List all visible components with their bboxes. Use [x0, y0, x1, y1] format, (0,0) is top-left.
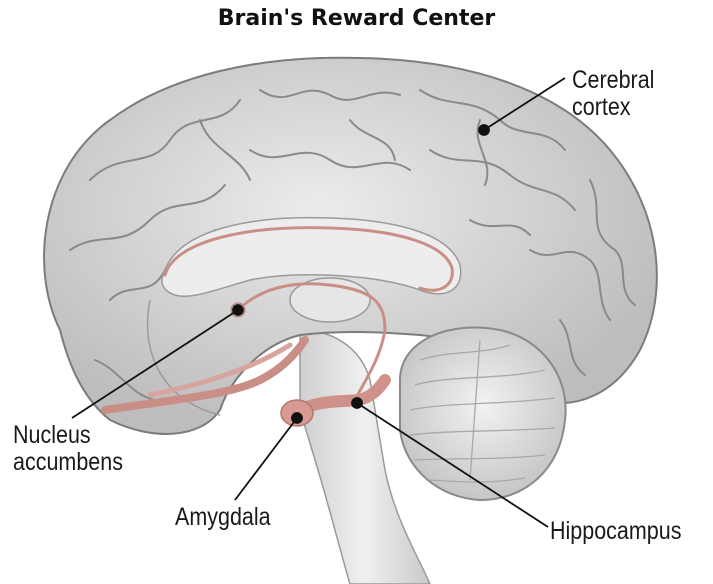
label-hippocampus: Hippocampus: [550, 518, 681, 545]
label-amygdala: Amygdala: [175, 504, 271, 531]
label-cerebral-cortex: Cerebral cortex: [572, 67, 654, 121]
cerebellum: [400, 327, 566, 500]
label-nucleus-accumbens: Nucleus accumbens: [13, 422, 123, 476]
